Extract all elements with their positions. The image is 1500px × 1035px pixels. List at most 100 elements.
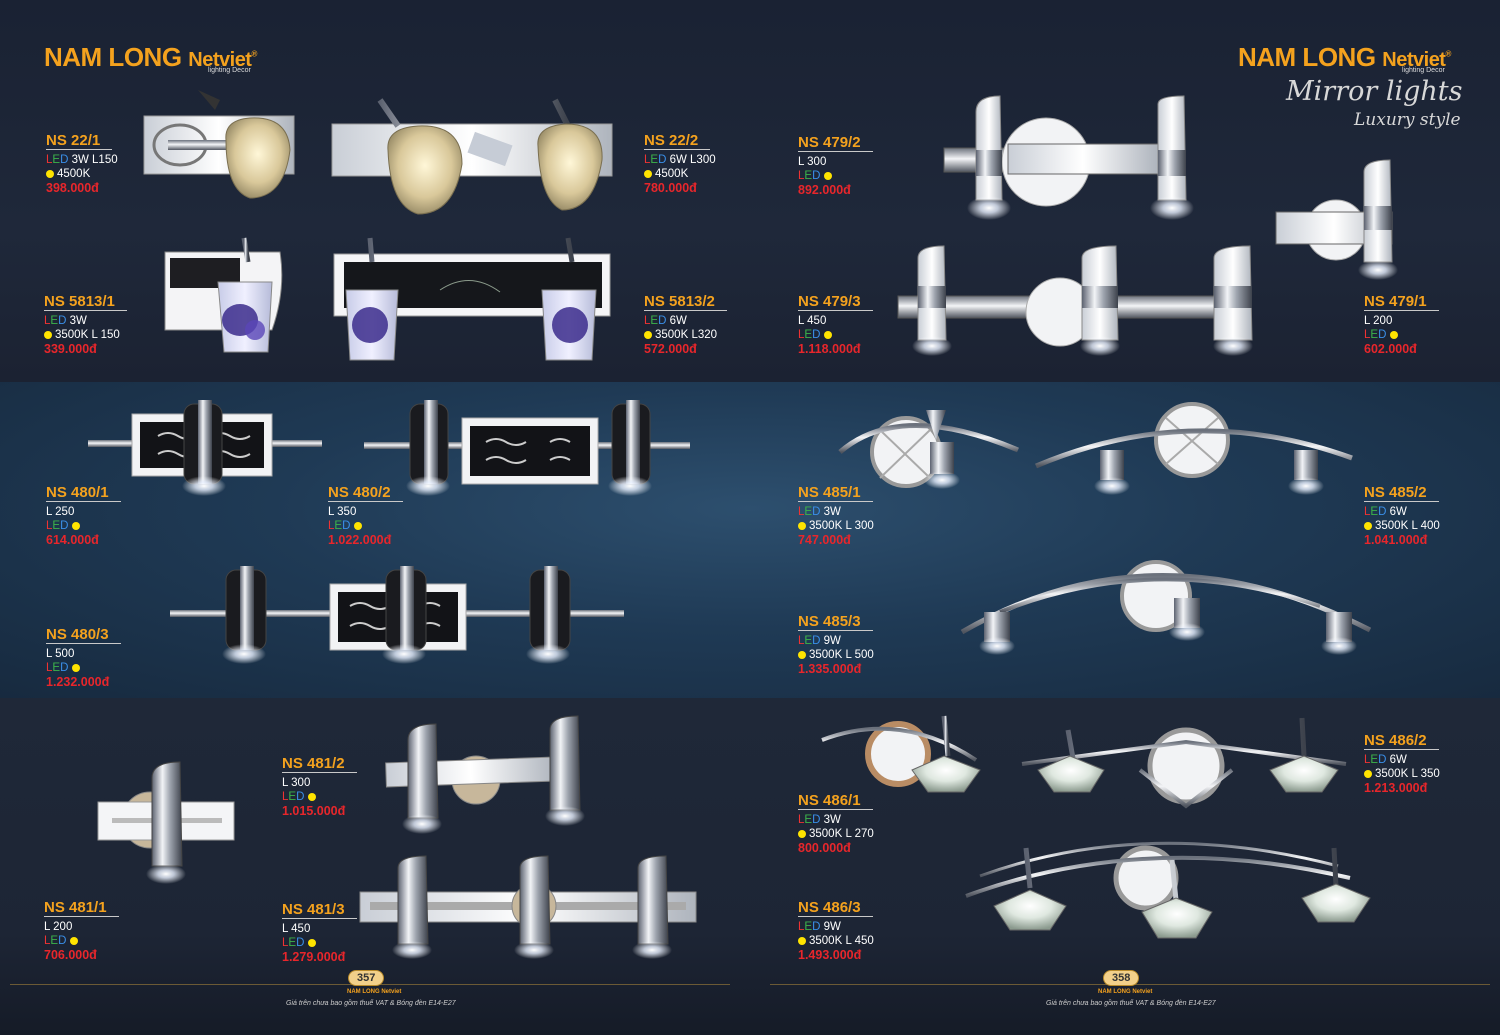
product-spec: 3W bbox=[823, 506, 841, 518]
product-ns479-1: NS 479/1 L 200 LED 602.000đ bbox=[1364, 293, 1439, 356]
catalog-title: Mirror lights bbox=[1286, 76, 1463, 107]
footer-brand-left: NAM LONG Netviet bbox=[347, 989, 402, 995]
footer-note-left: Giá trên chưa bao gồm thuế VAT & Bóng đè… bbox=[286, 1000, 456, 1007]
brand-reg: ® bbox=[251, 49, 257, 59]
led-badge: LED bbox=[44, 315, 67, 327]
page-number-left: 357 bbox=[348, 970, 385, 986]
lamp-ns479-3 bbox=[897, 245, 1253, 356]
product-price: 339.000đ bbox=[44, 342, 97, 356]
product-spec: 3W bbox=[69, 315, 87, 327]
product-ns486-2: NS 486/2 LED 6W 3500K L 350 1.213.000đ bbox=[1364, 732, 1440, 795]
product-code: NS 479/2 bbox=[798, 134, 873, 152]
product-spec: 3500K L 450 bbox=[809, 935, 874, 947]
product-code: NS 479/3 bbox=[798, 293, 873, 311]
product-ns5813-1: NS 5813/1 LED 3W 3500K L 150 339.000đ bbox=[44, 293, 127, 356]
product-price: 1.022.000đ bbox=[328, 533, 392, 547]
product-spec: 4500K bbox=[655, 168, 689, 180]
yellow-dot-icon bbox=[353, 522, 362, 530]
lamp-ns5813-1 bbox=[164, 237, 283, 353]
product-spec: L 250 bbox=[46, 506, 75, 518]
led-badge: LED bbox=[46, 154, 69, 166]
yellow-dot-icon bbox=[798, 522, 806, 530]
led-badge: LED bbox=[798, 506, 821, 518]
product-code: NS 22/2 bbox=[644, 132, 711, 150]
product-price: 398.000đ bbox=[46, 181, 99, 195]
yellow-dot-icon bbox=[644, 331, 652, 339]
led-badge: LED bbox=[46, 662, 69, 674]
yellow-dot-icon bbox=[798, 937, 806, 945]
brand-name: NAM LONG bbox=[1238, 42, 1376, 72]
product-code: NS 480/1 bbox=[46, 484, 121, 502]
yellow-dot-icon bbox=[44, 331, 52, 339]
product-spec: 3500K L 400 bbox=[1375, 520, 1440, 532]
brand-net: Netviet bbox=[188, 49, 252, 71]
product-code: NS 485/1 bbox=[798, 484, 873, 502]
lamp-ns480-3 bbox=[170, 566, 624, 664]
led-badge: LED bbox=[798, 921, 821, 933]
led-badge: LED bbox=[1364, 506, 1387, 518]
footer-note-right: Giá trên chưa bao gồm thuế VAT & Bóng đè… bbox=[1046, 1000, 1216, 1007]
lamp-ns481-3 bbox=[359, 855, 697, 959]
lamp-ns22-2 bbox=[331, 98, 613, 215]
product-spec: L 300 bbox=[282, 777, 311, 789]
yellow-dot-icon bbox=[71, 664, 80, 672]
product-code: NS 486/3 bbox=[798, 899, 873, 917]
product-spec: L 300 bbox=[798, 156, 827, 168]
yellow-dot-icon bbox=[307, 793, 316, 801]
product-spec: 6W L300 bbox=[669, 154, 716, 166]
product-price: 780.000đ bbox=[644, 181, 697, 195]
product-spec: 3500K L 350 bbox=[1375, 768, 1440, 780]
led-badge: LED bbox=[282, 791, 305, 803]
product-ns480-1: NS 480/1 L 250 LED 614.000đ bbox=[46, 484, 121, 547]
lamp-ns481-2 bbox=[385, 715, 585, 834]
product-spec: 3500K L 300 bbox=[809, 520, 874, 532]
product-ns22-2: NS 22/2 LED 6W L300 4500K 780.000đ bbox=[644, 132, 716, 195]
product-ns481-2: NS 481/2 L 300 LED 1.015.000đ bbox=[282, 755, 357, 818]
product-ns485-2: NS 485/2 LED 6W 3500K L 400 1.041.000đ bbox=[1364, 484, 1440, 547]
lamp-ns479-1 bbox=[1275, 159, 1398, 280]
product-spec: 3500K L320 bbox=[655, 329, 718, 341]
lamp-ns479-2 bbox=[943, 95, 1194, 220]
brand-sub: lighting Decor bbox=[208, 67, 251, 74]
product-spec: L 450 bbox=[798, 315, 827, 327]
led-badge: LED bbox=[798, 814, 821, 826]
product-price: 800.000đ bbox=[798, 841, 851, 855]
lamp-ns485-2 bbox=[1035, 402, 1353, 495]
product-price: 1.279.000đ bbox=[282, 950, 346, 964]
product-code: NS 486/1 bbox=[798, 792, 873, 810]
product-ns479-3: NS 479/3 L 450 LED 1.118.000đ bbox=[798, 293, 873, 356]
lamp-ns485-1 bbox=[838, 410, 1019, 489]
led-badge: LED bbox=[328, 520, 351, 532]
brand-logo-left: NAM LONG Netviet® lighting Decor bbox=[44, 42, 257, 74]
product-spec: 4500K bbox=[57, 168, 91, 180]
yellow-dot-icon bbox=[798, 651, 806, 659]
product-spec: L 200 bbox=[44, 921, 73, 933]
product-spec: L 450 bbox=[282, 923, 311, 935]
led-badge: LED bbox=[798, 329, 821, 341]
product-spec: L 500 bbox=[46, 648, 75, 660]
product-ns5813-2: NS 5813/2 LED 6W 3500K L320 572.000đ bbox=[644, 293, 727, 356]
footer-brand-right: NAM LONG Netviet bbox=[1098, 989, 1153, 995]
product-ns480-2: NS 480/2 L 350 LED 1.022.000đ bbox=[328, 484, 403, 547]
yellow-dot-icon bbox=[823, 172, 832, 180]
brand-reg: ® bbox=[1445, 49, 1451, 59]
product-code: NS 22/1 bbox=[46, 132, 113, 150]
product-spec: L 200 bbox=[1364, 315, 1393, 327]
product-ns486-3: NS 486/3 LED 9W 3500K L 450 1.493.000đ bbox=[798, 899, 874, 962]
led-badge: LED bbox=[1364, 754, 1387, 766]
led-badge: LED bbox=[1364, 329, 1387, 341]
led-badge: LED bbox=[798, 635, 821, 647]
product-ns22-1: NS 22/1 LED 3W L150 4500K 398.000đ bbox=[46, 132, 118, 195]
product-price: 602.000đ bbox=[1364, 342, 1417, 356]
led-badge: LED bbox=[644, 154, 667, 166]
product-price: 1.041.000đ bbox=[1364, 533, 1428, 547]
product-code: NS 481/3 bbox=[282, 901, 357, 919]
lamp-ns5813-2 bbox=[333, 237, 611, 361]
product-code: NS 480/2 bbox=[328, 484, 403, 502]
lamp-ns486-3 bbox=[965, 841, 1371, 939]
product-code: NS 480/3 bbox=[46, 626, 121, 644]
lamp-ns481-1 bbox=[97, 761, 235, 884]
yellow-dot-icon bbox=[307, 939, 316, 947]
yellow-dot-icon bbox=[644, 170, 652, 178]
